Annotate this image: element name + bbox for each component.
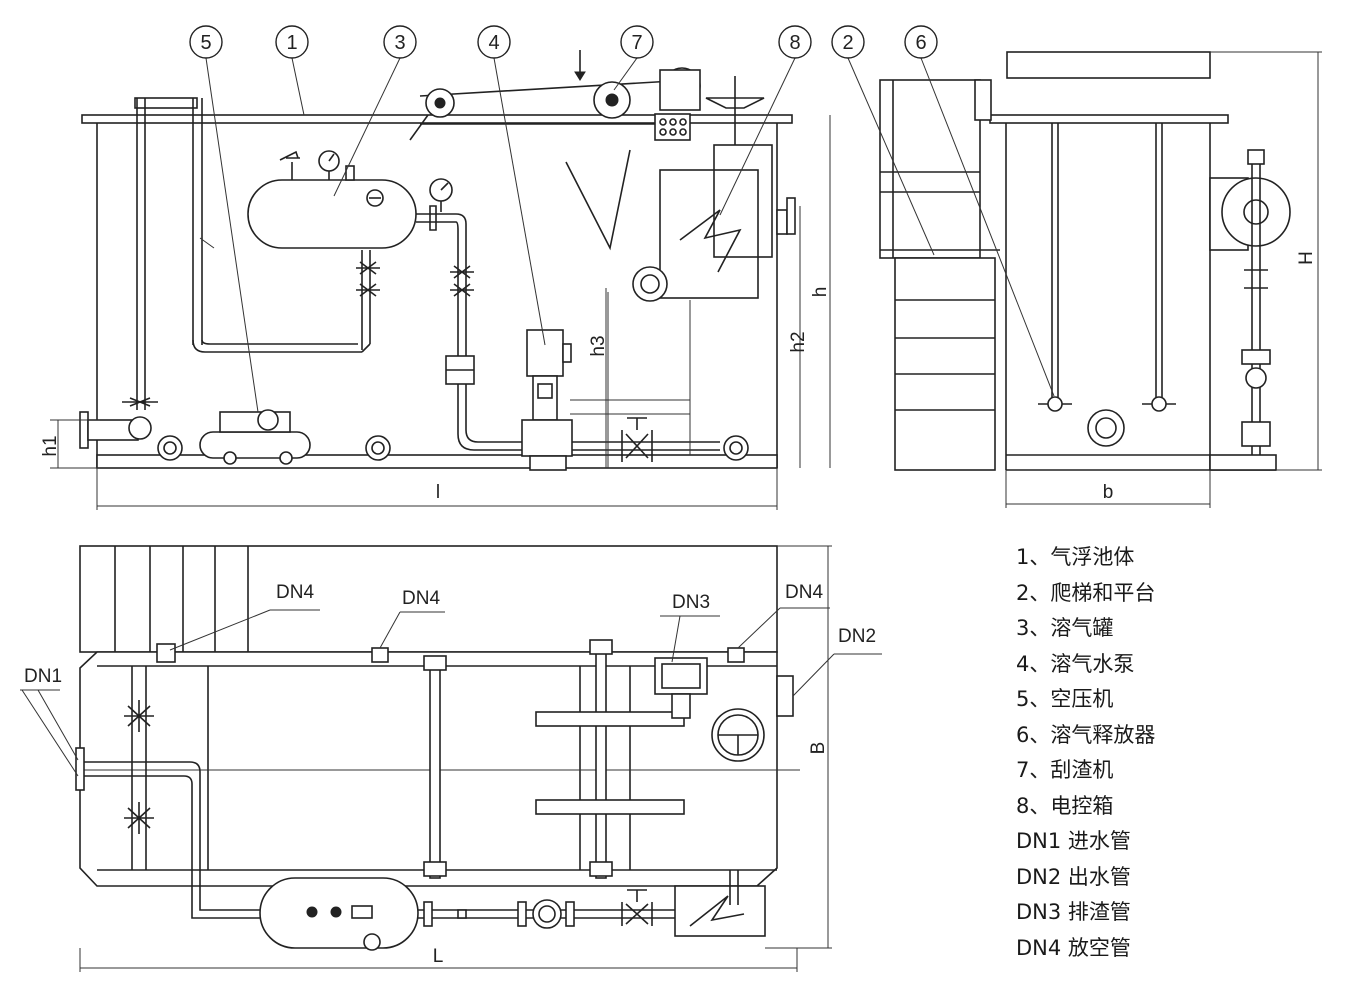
pipe-label-dn2: DN2 — [838, 626, 876, 647]
callout-6 — [904, 25, 938, 59]
legend-item: 8、电控箱 — [1016, 793, 1114, 818]
callout-label: 1 — [286, 32, 297, 54]
callout-1 — [275, 25, 309, 59]
callout-label: 4 — [488, 32, 499, 54]
callout-balloons: 5 1 3 4 7 8 2 6 — [189, 25, 938, 59]
dim-H: H — [1296, 251, 1317, 265]
callout-2 — [831, 25, 865, 59]
legend-item: DN2 出水管 — [1016, 864, 1131, 889]
air-compressor — [199, 431, 311, 459]
legend-item: 6、溶气释放器 — [1016, 722, 1156, 747]
callout-label: 6 — [915, 32, 926, 54]
callout-leaders — [205, 57, 1055, 413]
legend-item: 3、溶气罐 — [1016, 616, 1114, 640]
legend-item: 7、刮渣机 — [1016, 758, 1114, 782]
callout-label: 3 — [394, 32, 405, 54]
callout-5 — [189, 25, 223, 59]
tank-base — [96, 454, 778, 469]
air-water-pump — [526, 329, 564, 377]
callout-8 — [778, 25, 812, 59]
air-saturation-tank — [247, 179, 417, 249]
dim-h1: h1 — [40, 435, 61, 456]
dim-b: b — [1103, 482, 1114, 503]
legend-item: 2、爬梯和平台 — [1016, 580, 1156, 605]
legend-item: DN4 放空管 — [1016, 935, 1131, 960]
handwheel — [705, 97, 765, 109]
pipe-label-dn4: DN4 — [276, 582, 314, 603]
legend-item: DN1 进水管 — [1016, 829, 1131, 853]
pipe-label-dn3: DN3 — [672, 592, 710, 613]
dim-L: L — [433, 946, 444, 967]
dim-h3: h3 — [588, 335, 609, 356]
callout-label: 5 — [200, 32, 211, 54]
legend-item: 5、空压机 — [1016, 687, 1114, 711]
inlet-top-bend — [134, 97, 198, 109]
pipe-label-dn4: DN4 — [402, 588, 440, 609]
side-elevation — [879, 51, 1322, 508]
ladder — [894, 257, 996, 471]
front-elevation — [50, 50, 831, 510]
callout-7 — [620, 25, 654, 59]
callout-3 — [383, 25, 417, 59]
callout-label: 2 — [842, 32, 853, 54]
dim-h: h — [810, 287, 831, 298]
callout-label: 7 — [631, 32, 642, 54]
dim-B: B — [808, 742, 829, 755]
legend-item: 1、气浮池体 — [1016, 545, 1135, 569]
pipe-label-dn4: DN4 — [785, 582, 823, 603]
callout-label: 8 — [789, 32, 800, 54]
pipe-labels: DN1 DN2 DN3 DN4 DN4 DN4 — [24, 582, 876, 687]
plan-view — [20, 545, 882, 972]
dim-h2: h2 — [788, 331, 809, 352]
legend-item: 4、溶气水泵 — [1016, 651, 1135, 676]
inlet-flange — [79, 411, 89, 449]
callout-4 — [477, 25, 511, 59]
dimension-labels: h1 l h h2 h3 H b B L — [40, 251, 1317, 967]
dim-l: l — [436, 482, 440, 503]
control-box — [659, 169, 759, 299]
legend: 1、气浮池体 2、爬梯和平台 3、溶气罐 4、溶气水泵 5、空压机 6、溶气释放… — [1016, 540, 1336, 966]
legend-item: DN3 排渣管 — [1016, 900, 1131, 924]
pipe-label-dn1: DN1 — [24, 666, 62, 687]
